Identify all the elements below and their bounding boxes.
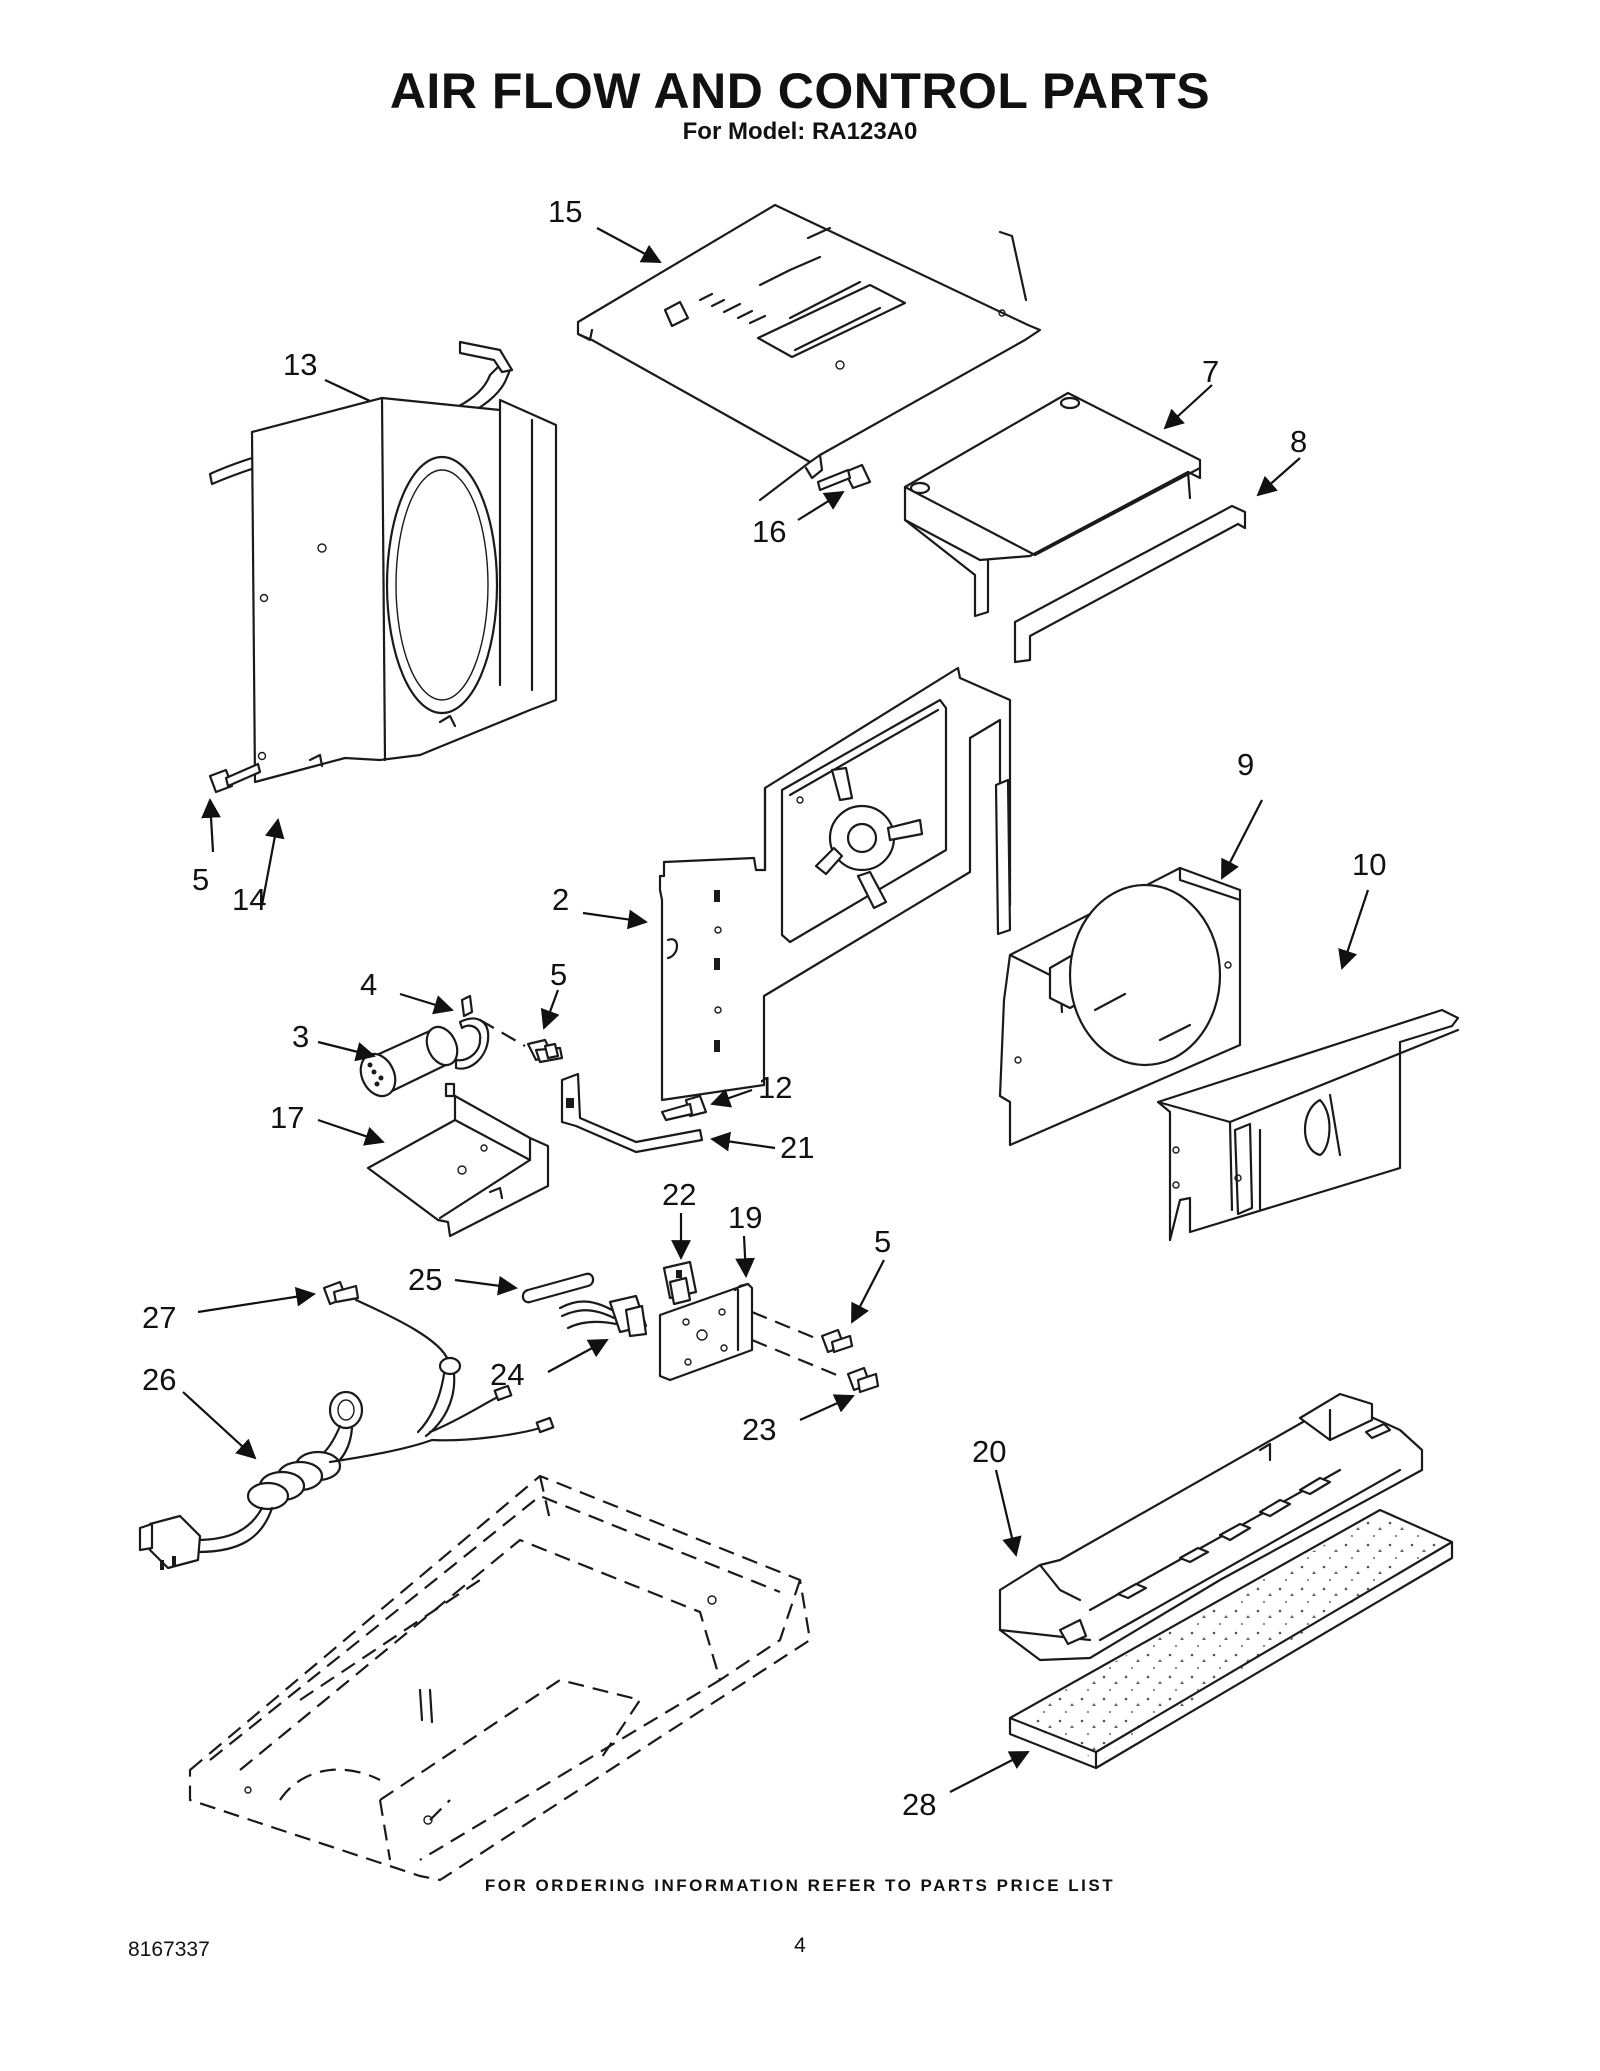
leader-9 — [1221, 799, 1263, 880]
leader-5b — [540, 989, 560, 1030]
part-9-blower-housing — [998, 866, 1242, 1147]
leader-24 — [547, 1339, 609, 1373]
leader-25 — [454, 1275, 518, 1296]
part-24-rotary-switch — [558, 1294, 648, 1338]
part-10-air-diverter — [1156, 1008, 1460, 1242]
part-2-bulkhead — [658, 666, 1012, 1102]
leader-21 — [710, 1131, 776, 1152]
leader-10 — [1338, 889, 1370, 970]
callout-28: 28 — [902, 1787, 936, 1822]
leader-26 — [182, 1391, 257, 1460]
ordering-info-note: FOR ORDERING INFORMATION REFER TO PARTS … — [484, 1876, 1116, 1895]
callout-16: 16 — [752, 514, 786, 549]
leader-19 — [735, 1235, 755, 1278]
leader-7 — [1163, 384, 1213, 430]
part-25-tube — [521, 1272, 595, 1304]
callout-23: 23 — [742, 1412, 776, 1447]
leader-28 — [949, 1751, 1030, 1793]
callout-27: 27 — [142, 1300, 176, 1335]
part-15-top-cover — [576, 203, 1042, 502]
callout-3: 3 — [292, 1019, 309, 1054]
base-pan-outline — [188, 1474, 812, 1882]
callout-8: 8 — [1290, 424, 1307, 459]
leader-8 — [1256, 457, 1301, 497]
part-19-control-bracket — [658, 1282, 754, 1382]
page-number: 4 — [794, 1934, 806, 1957]
part-21-thermistor-bracket — [560, 1072, 704, 1154]
part-5b-screw — [526, 1038, 564, 1064]
leader-20 — [994, 1469, 1022, 1557]
callout-25: 25 — [408, 1262, 442, 1297]
leader-12 — [710, 1088, 753, 1108]
callout-13: 13 — [283, 347, 317, 382]
callout-17: 17 — [270, 1100, 304, 1135]
callout-19: 19 — [728, 1200, 762, 1235]
leader-5c — [851, 1259, 885, 1324]
callout-22: 22 — [662, 1177, 696, 1212]
callout-26: 26 — [142, 1362, 176, 1397]
leader-23 — [799, 1394, 855, 1422]
part-5a-screw — [208, 762, 262, 794]
leader-27 — [197, 1286, 316, 1314]
assembly-dash-bracket-b — [751, 1338, 845, 1380]
callout-24: 24 — [490, 1357, 524, 1392]
part-4-capacitor-clamp — [454, 994, 490, 1070]
callout-7: 7 — [1202, 354, 1219, 389]
part-5c-screw — [820, 1328, 854, 1354]
part-8-foam-seal — [1013, 504, 1247, 664]
part-20-filter-frame — [998, 1392, 1424, 1662]
leader-2 — [582, 909, 648, 930]
callout-10: 10 — [1352, 847, 1386, 882]
leader-5a — [201, 798, 221, 853]
leader-17 — [317, 1118, 385, 1146]
leader-4 — [399, 992, 454, 1015]
part-28-filter-media — [1008, 1508, 1454, 1770]
document-number: 8167337 — [128, 1938, 210, 1961]
part-26-power-cord — [138, 1298, 555, 1570]
callout-21: 21 — [780, 1130, 814, 1165]
callout-9: 9 — [1237, 747, 1254, 782]
part-12-screw — [660, 1094, 708, 1122]
callout-15: 15 — [548, 194, 582, 229]
assembly-dash-bracket-a — [751, 1310, 821, 1342]
leader-14 — [260, 818, 285, 906]
callout-4: 4 — [360, 967, 377, 1002]
part-17-capacitor-bracket — [366, 1082, 550, 1238]
model-subtitle: For Model: RA123A0 — [682, 118, 918, 145]
callout-14: 14 — [232, 882, 266, 917]
part-16-screw — [816, 463, 872, 492]
leader-3 — [317, 1040, 376, 1062]
part-14-fan-shroud — [250, 396, 558, 784]
callout-5-bracket: 5 — [874, 1224, 891, 1259]
part-22-selector-switch — [662, 1260, 698, 1306]
page-title: AIR FLOW AND CONTROL PARTS — [389, 63, 1211, 119]
assembly-dash-clamp — [479, 1019, 526, 1047]
callout-5-left: 5 — [192, 862, 209, 897]
part-7-control-cover — [903, 391, 1202, 618]
callout-12: 12 — [758, 1070, 792, 1105]
leader-15 — [596, 227, 662, 263]
leader-16 — [797, 490, 845, 521]
callout-2: 2 — [552, 882, 569, 917]
part-23-screw — [846, 1366, 880, 1394]
callout-5-clamp: 5 — [550, 957, 567, 992]
part-27-ground-screw — [322, 1280, 360, 1306]
callout-20: 20 — [972, 1434, 1006, 1469]
